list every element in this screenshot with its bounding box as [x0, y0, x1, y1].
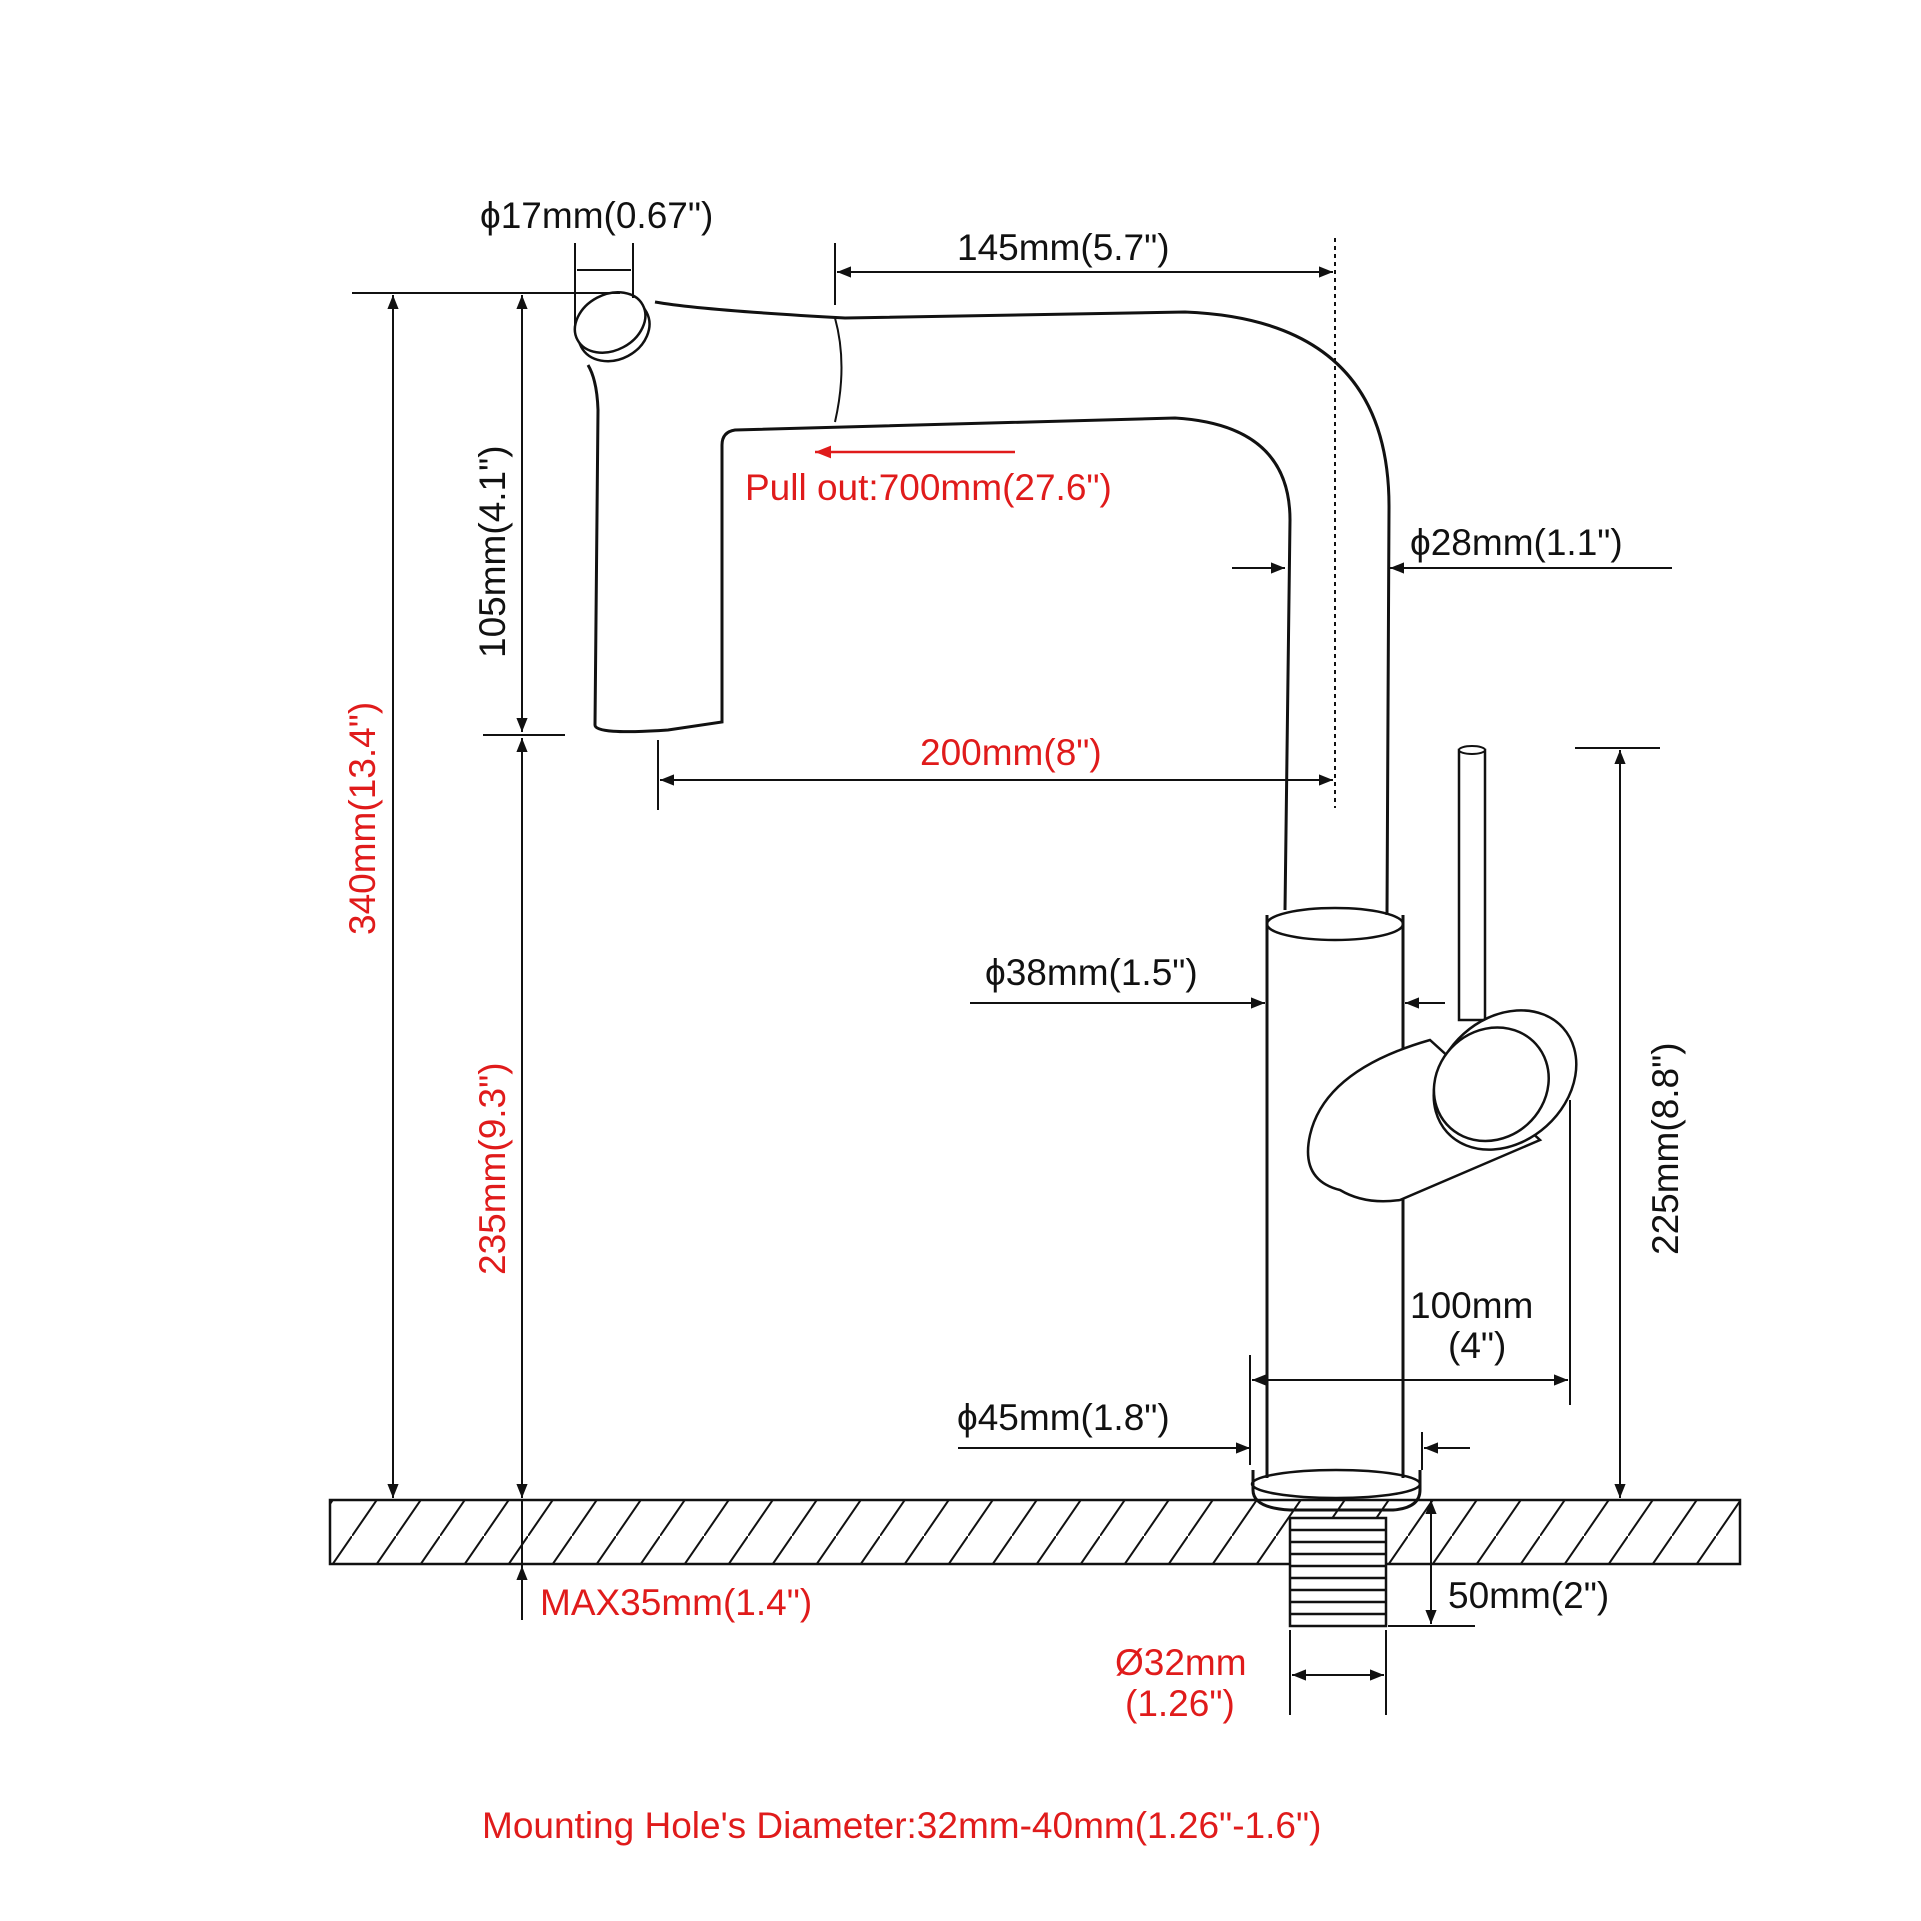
label-shank-length: 50mm(2"): [1448, 1575, 1609, 1616]
footer-mounting-hole: Mounting Hole's Diameter:32mm-40mm(1.26"…: [482, 1805, 1321, 1846]
label-spout-height: 235mm(9.3"): [472, 1062, 513, 1275]
label-neck-diameter: ϕ28mm(1.1"): [1410, 522, 1623, 563]
label-shank-diameter-1: Ø32mm: [1115, 1642, 1247, 1683]
label-shank-diameter-2: (1.26"): [1125, 1683, 1235, 1724]
label-body-diameter: ϕ38mm(1.5"): [985, 952, 1198, 993]
dimension-labels: ϕ17mm(0.67") 145mm(5.7") 105mm(4.1") Pul…: [342, 195, 1686, 1846]
label-max-deck: MAX35mm(1.4"): [540, 1582, 812, 1623]
label-handle-reach-1: 100mm: [1410, 1285, 1533, 1326]
label-handle-reach-2: (4"): [1448, 1325, 1506, 1366]
faucet-spout: [573, 291, 1391, 916]
faucet-handle: [1306, 745, 1578, 1203]
label-spout-drop: 105mm(4.1"): [472, 445, 513, 658]
dimension-lines: [352, 238, 1672, 1715]
label-handle-height: 225mm(8.8"): [1645, 1042, 1686, 1255]
label-base-diameter: ϕ45mm(1.8"): [957, 1397, 1170, 1438]
countertop: [328, 1498, 1742, 1566]
label-pull-out: Pull out:700mm(27.6"): [745, 467, 1112, 508]
label-spout-reach: 200mm(8"): [920, 732, 1102, 773]
faucet-body: [1250, 906, 1422, 1512]
mounting-shank: [1288, 1516, 1388, 1628]
label-total-height: 340mm(13.4"): [342, 702, 383, 935]
label-top-reach: 145mm(5.7"): [957, 227, 1170, 268]
label-outlet-diameter: ϕ17mm(0.67"): [480, 195, 713, 236]
